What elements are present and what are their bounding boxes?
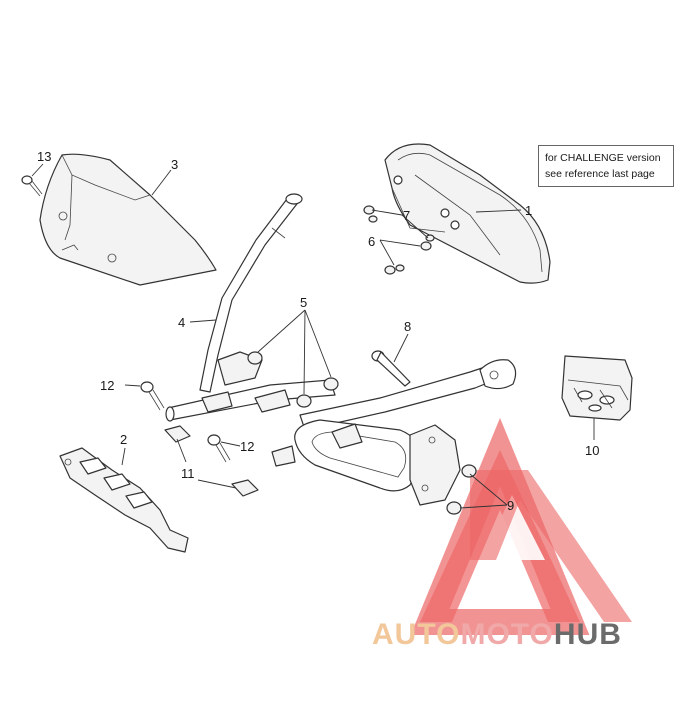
callout-12-lower: 12 <box>240 439 254 454</box>
part-13-screw <box>21 175 43 197</box>
callout-10: 10 <box>585 443 599 458</box>
part-10-electronic-unit <box>561 355 633 421</box>
callout-7: 7 <box>403 208 410 223</box>
part-4-front-frame <box>165 193 517 506</box>
part-8-bolt <box>371 350 411 387</box>
callout-6: 6 <box>368 234 375 249</box>
part-9-nuts <box>446 464 477 515</box>
part-12-screws <box>140 381 231 463</box>
callout-13: 13 <box>37 149 51 164</box>
part-11-clips <box>164 425 259 497</box>
callout-4: 4 <box>178 315 185 330</box>
note-line-2: see reference last page <box>545 168 655 180</box>
callout-11: 11 <box>181 466 195 481</box>
callout-2: 2 <box>120 432 127 447</box>
callout-5: 5 <box>300 295 307 310</box>
part-5-rubber-mounts <box>247 351 339 408</box>
callout-8: 8 <box>404 319 411 334</box>
part-1-instrument-cluster <box>384 143 551 284</box>
leader-lines <box>31 163 595 509</box>
callout-1: 1 <box>525 203 532 218</box>
watermark-logo <box>410 417 632 635</box>
callout-12-upper: 12 <box>100 378 114 393</box>
callout-3: 3 <box>171 157 178 172</box>
challenge-version-note: for CHALLENGE version see reference last… <box>538 145 674 187</box>
part-2-bracket-plate <box>59 447 189 553</box>
watermark-wordmark: AUTOMOTOHUB <box>372 618 622 652</box>
parts-6-7-grommets <box>363 205 435 275</box>
note-line-1: for CHALLENGE version <box>545 152 661 164</box>
part-3-windshield <box>39 153 217 286</box>
callout-labels: 1 2 3 4 5 6 7 8 9 10 11 12 12 13 <box>37 149 599 513</box>
wordmark-hub: HUB <box>553 618 622 651</box>
wordmark-auto: AUTO <box>372 618 461 651</box>
callout-9: 9 <box>507 498 514 513</box>
wordmark-moto: MOTO <box>460 618 554 651</box>
